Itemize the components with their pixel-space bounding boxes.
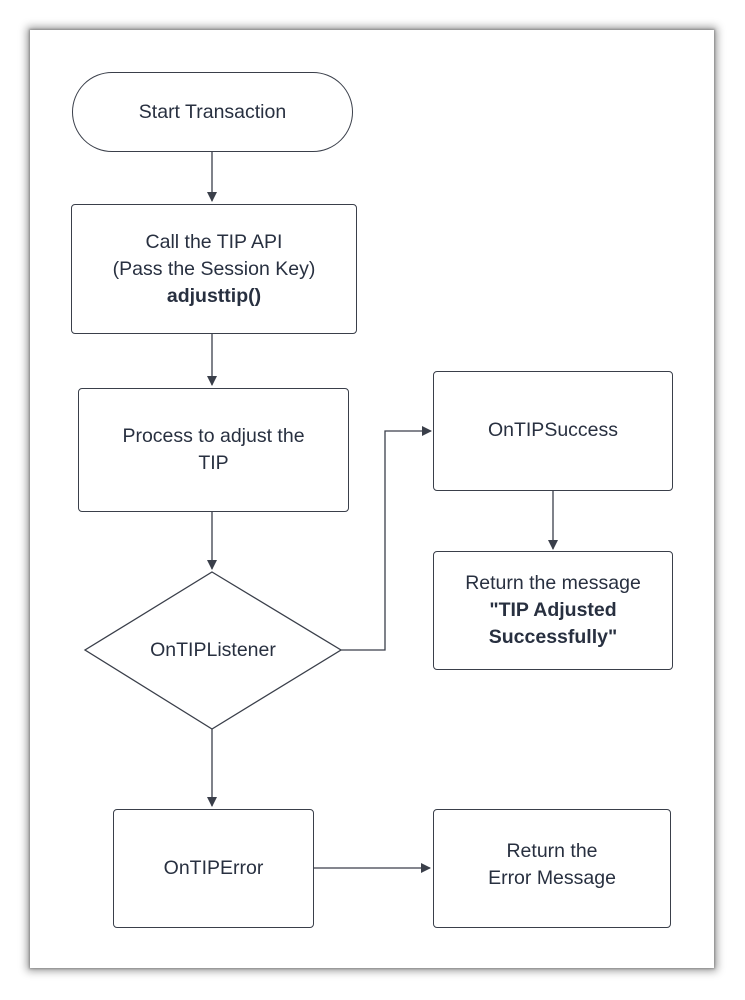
process-line-1: Process to adjust the — [122, 425, 305, 447]
return-success-line-1: Return the message — [465, 572, 641, 594]
edge-listener-to-success — [341, 426, 432, 651]
return-error-line-1: Return the — [506, 840, 598, 862]
error-text: OnTIPError — [163, 857, 264, 879]
process-line-2: TIP — [198, 452, 229, 474]
return-success-node: Return the message "TIP Adjusted Success… — [433, 551, 673, 670]
call-api-line-2: (Pass the Session Key) — [112, 257, 316, 280]
decision-diamond-shape — [83, 571, 343, 730]
success-text: OnTIPSuccess — [487, 419, 619, 441]
return-error-line-2: Error Message — [488, 867, 616, 889]
success-node: OnTIPSuccess — [433, 371, 673, 491]
call-api-function-name: adjusttip() — [166, 284, 262, 307]
start-transaction-text: Start Transaction — [138, 100, 287, 123]
error-node: OnTIPError — [113, 809, 314, 928]
call-api-line-1: Call the TIP API — [145, 230, 283, 253]
listener-decision-node: OnTIPListener — [85, 572, 341, 729]
start-transaction-node: Start Transaction — [72, 72, 353, 152]
process-node: Process to adjust the TIP — [78, 388, 349, 512]
return-success-bold-line-1: "TIP Adjusted — [489, 599, 617, 621]
return-error-node: Return the Error Message — [433, 809, 671, 928]
listener-text: OnTIPListener — [150, 639, 276, 661]
return-success-bold-line-2: Successfully" — [488, 626, 618, 648]
call-api-node: Call the TIP API (Pass the Session Key) … — [71, 204, 357, 334]
